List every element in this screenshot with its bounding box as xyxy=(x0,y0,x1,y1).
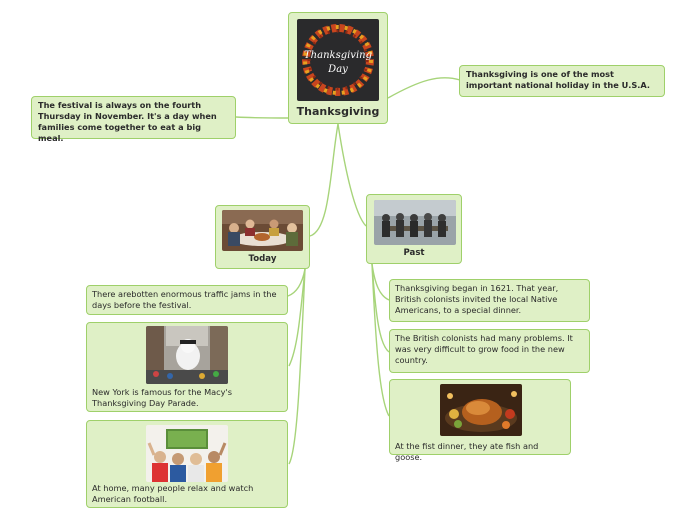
past-node[interactable]: Past xyxy=(366,194,462,264)
past-dinner-item[interactable]: At the fist dinner, they ate fish and go… xyxy=(389,379,571,462)
image-title-line2: Day xyxy=(327,64,348,75)
topic-importance[interactable]: Thanksgiving is one of the most importan… xyxy=(459,65,665,97)
past-dinner-text: At the fist dinner, they ate fish and go… xyxy=(395,441,539,462)
topic-date[interactable]: The festival is always on the fourth Thu… xyxy=(31,96,236,143)
root-title: Thanksgiving xyxy=(296,105,380,118)
macys-parade-image xyxy=(146,326,228,384)
image-title-line1: Thanksgiving xyxy=(304,50,372,61)
today-football-item[interactable]: At home, many people relax and watch Ame… xyxy=(86,420,288,508)
roast-goose-image xyxy=(440,384,522,436)
topic-date-text: The festival is always on the fourth Thu… xyxy=(38,100,217,143)
past-problems-text: The British colonists had many problems.… xyxy=(395,333,573,365)
thanksgiving-day-image: Thanksgiving Day xyxy=(297,19,379,101)
today-node[interactable]: Today xyxy=(215,205,310,269)
past-origin-item[interactable]: Thanksgiving began in 1621. That year, B… xyxy=(389,279,590,322)
past-origin-text: Thanksgiving began in 1621. That year, B… xyxy=(395,283,559,315)
first-thanksgiving-image xyxy=(374,200,456,245)
today-traffic-item[interactable]: There arebotten enormous traffic jams in… xyxy=(86,285,288,315)
today-football-text: At home, many people relax and watch Ame… xyxy=(92,483,254,504)
today-traffic-text: There arebotten enormous traffic jams in… xyxy=(92,289,277,310)
today-family-dinner-image xyxy=(222,210,303,251)
past-label: Past xyxy=(403,248,425,258)
football-fans-image xyxy=(146,425,228,482)
today-parade-item[interactable]: New York is famous for the Macy's Thanks… xyxy=(86,322,288,412)
today-parade-text: New York is famous for the Macy's Thanks… xyxy=(92,387,233,408)
topic-importance-text: Thanksgiving is one of the most importan… xyxy=(466,69,650,90)
root-node[interactable]: Thanksgiving Day Thanksgiving xyxy=(288,12,388,124)
today-label: Today xyxy=(248,254,277,264)
past-problems-item[interactable]: The British colonists had many problems.… xyxy=(389,329,590,373)
